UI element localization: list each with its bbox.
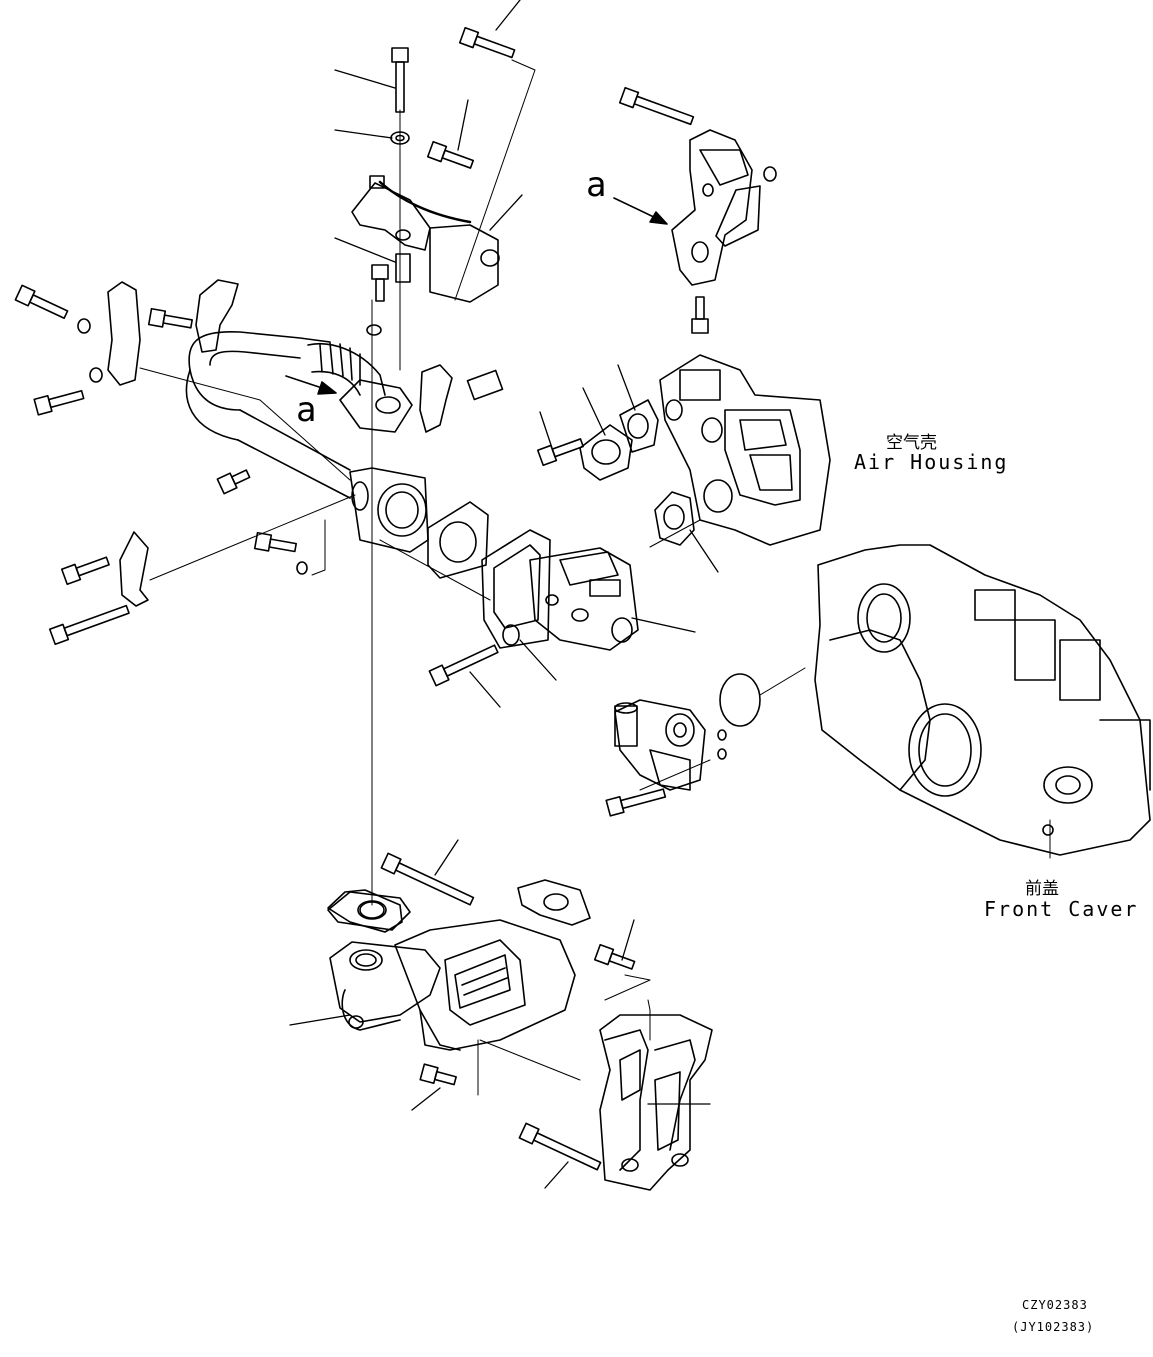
egr-cooler (327, 879, 591, 1051)
mount-bracket-top-right (671, 129, 761, 286)
leader-lines (289, 0, 719, 1189)
clamps (107, 279, 504, 607)
drawing-number: CZY02383 (1022, 1298, 1088, 1312)
o-ring (719, 673, 761, 727)
air-housing-label-en: Air Housing (854, 450, 1009, 474)
washers (77, 131, 777, 760)
air-housing (659, 354, 831, 546)
front-cover-label-cn: 前盖 (1025, 879, 1059, 899)
front-cover (814, 544, 1151, 856)
view-callout-a-left: a (296, 390, 317, 430)
view-arrows (285, 197, 668, 395)
egr-valve (481, 529, 639, 651)
support-bracket (599, 1014, 713, 1191)
upper-bracket (351, 175, 500, 303)
drawing-number-secondary: (JY102383) (1012, 1320, 1095, 1334)
assembly-lines (139, 59, 1051, 1096)
view-callout-a-right: a (586, 165, 607, 205)
actuator (614, 699, 706, 791)
gasket-cooler (327, 891, 411, 931)
cover-plate (579, 399, 695, 546)
front-cover-label-en: Front Caver (984, 897, 1139, 921)
air-housing-label-cn: 空气壳 (886, 433, 937, 453)
gasket-egr-valve (427, 501, 489, 579)
bolts (14, 26, 709, 1171)
